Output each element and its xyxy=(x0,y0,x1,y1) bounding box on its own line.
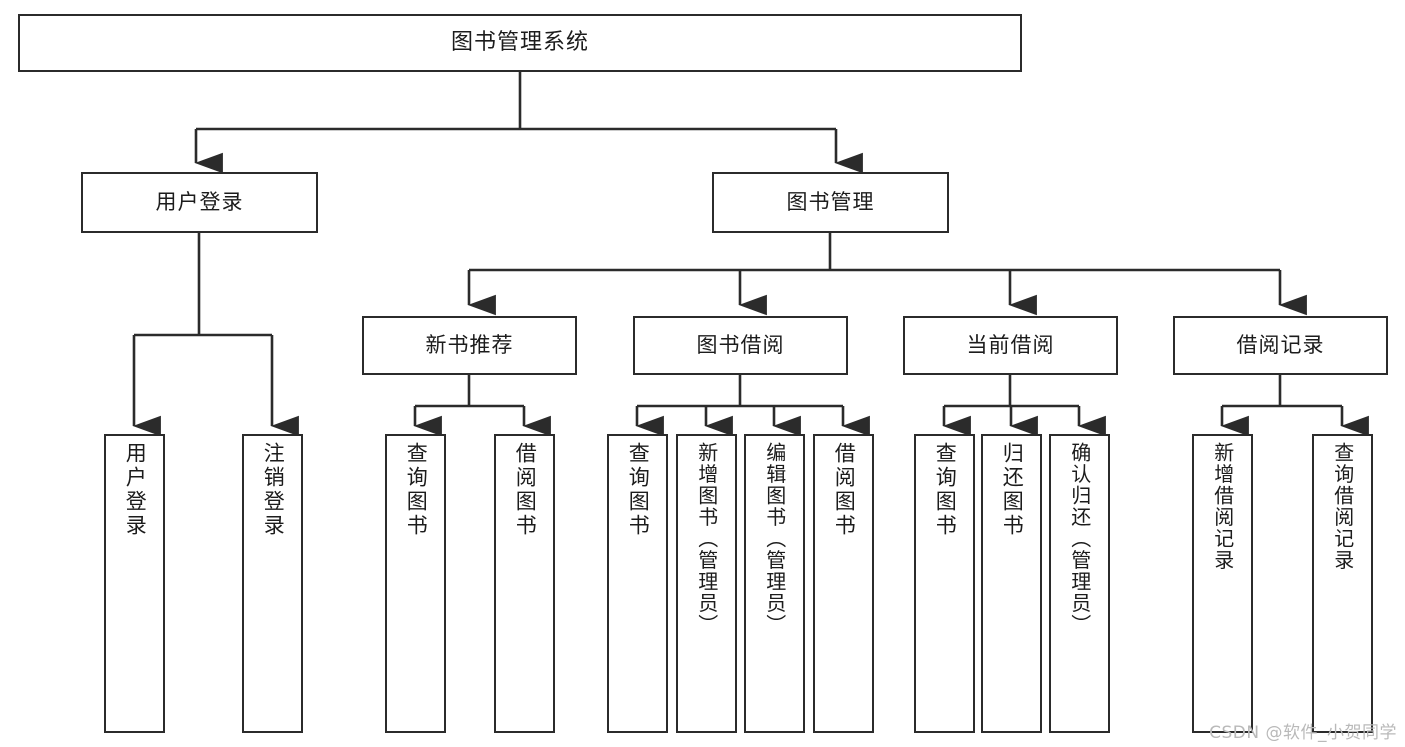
node-leaf-add-record-label: 新增借阅记录 xyxy=(1210,442,1235,571)
node-leaf-add-record[interactable]: 新增借阅记录 xyxy=(1192,434,1253,733)
node-current-borrow-label: 当前借阅 xyxy=(966,333,1055,358)
node-leaf-query-book-3[interactable]: 查询图书 xyxy=(914,434,975,733)
node-leaf-user-login-label: 用户登录 xyxy=(123,442,148,538)
node-leaf-borrow-book-2[interactable]: 借阅图书 xyxy=(813,434,874,733)
node-leaf-logout-label: 注销登录 xyxy=(261,442,286,538)
node-leaf-edit-book-label: 编辑图书（管理员） xyxy=(762,442,787,636)
node-user-login[interactable]: 用户登录 xyxy=(81,172,318,233)
node-leaf-query-book-1-label: 查询图书 xyxy=(404,442,429,538)
node-leaf-confirm-return[interactable]: 确认归还（管理员） xyxy=(1049,434,1110,733)
node-leaf-query-record-label: 查询借阅记录 xyxy=(1330,442,1355,571)
node-leaf-borrow-book-2-label: 借阅图书 xyxy=(832,442,857,538)
node-root[interactable]: 图书管理系统 xyxy=(18,14,1022,72)
node-borrow-record[interactable]: 借阅记录 xyxy=(1173,316,1388,375)
node-leaf-edit-book[interactable]: 编辑图书（管理员） xyxy=(744,434,805,733)
node-leaf-query-book-2[interactable]: 查询图书 xyxy=(607,434,668,733)
node-leaf-add-book-label: 新增图书（管理员） xyxy=(694,442,719,636)
node-leaf-return-book[interactable]: 归还图书 xyxy=(981,434,1042,733)
node-leaf-logout[interactable]: 注销登录 xyxy=(242,434,303,733)
node-root-label: 图书管理系统 xyxy=(450,30,589,56)
node-borrow-record-label: 借阅记录 xyxy=(1236,333,1325,358)
node-user-login-label: 用户登录 xyxy=(155,190,244,215)
node-book-borrow-label: 图书借阅 xyxy=(696,333,785,358)
node-leaf-return-book-label: 归还图书 xyxy=(1000,442,1025,538)
node-leaf-query-book-1[interactable]: 查询图书 xyxy=(385,434,446,733)
node-leaf-user-login[interactable]: 用户登录 xyxy=(104,434,165,733)
node-leaf-borrow-book-1[interactable]: 借阅图书 xyxy=(494,434,555,733)
node-book-manage[interactable]: 图书管理 xyxy=(712,172,949,233)
node-leaf-query-book-2-label: 查询图书 xyxy=(626,442,651,538)
node-leaf-confirm-return-label: 确认归还（管理员） xyxy=(1067,442,1092,636)
node-leaf-query-record[interactable]: 查询借阅记录 xyxy=(1312,434,1373,733)
node-leaf-borrow-book-1-label: 借阅图书 xyxy=(513,442,538,538)
node-leaf-add-book[interactable]: 新增图书（管理员） xyxy=(676,434,737,733)
node-new-book-rec[interactable]: 新书推荐 xyxy=(362,316,577,375)
node-book-borrow[interactable]: 图书借阅 xyxy=(633,316,848,375)
node-book-manage-label: 图书管理 xyxy=(786,190,875,215)
node-leaf-query-book-3-label: 查询图书 xyxy=(933,442,958,538)
node-new-book-rec-label: 新书推荐 xyxy=(425,333,514,358)
node-current-borrow[interactable]: 当前借阅 xyxy=(903,316,1118,375)
